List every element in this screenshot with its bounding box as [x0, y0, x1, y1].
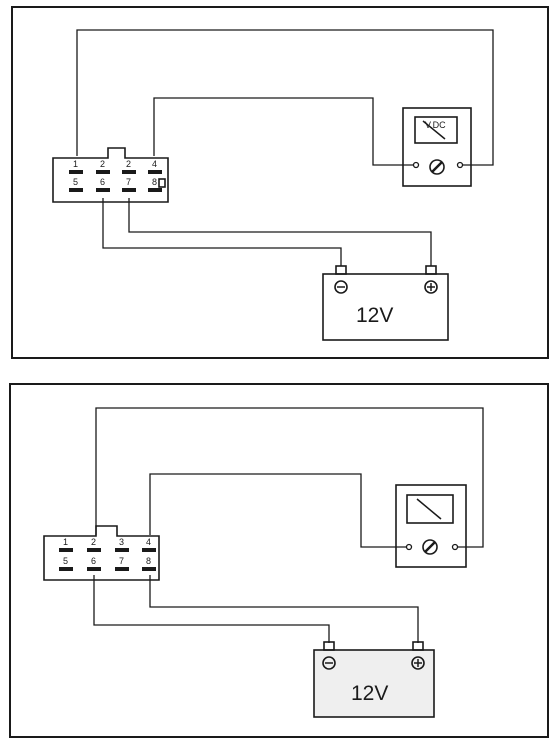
pin-label-7: 7	[126, 177, 131, 187]
meter-body	[402, 107, 472, 187]
connector-pins	[69, 170, 162, 192]
pin-slot-8	[142, 567, 156, 571]
connector-bottom: 1 2 3 4 5 6 7 8	[43, 525, 160, 581]
battery-positive-mark	[424, 280, 438, 294]
pin-slot-7	[122, 188, 136, 192]
wire-pin6-to-battery-negative	[102, 198, 342, 266]
meter-display	[414, 116, 458, 144]
wire-pin7-to-battery-positive	[128, 198, 432, 266]
battery-voltage-label: 12V	[356, 304, 393, 327]
pin-label-6: 6	[100, 177, 105, 187]
battery-top: 12V	[322, 265, 449, 341]
pin-label-4: 4	[152, 159, 157, 169]
pin-label-3: 2	[126, 159, 131, 169]
pin-slot-1	[59, 548, 73, 552]
meter-needle	[416, 498, 442, 520]
battery-negative-post	[323, 641, 335, 651]
wire-pin4-to-meter-negative	[153, 97, 413, 166]
pin-label-4: 4	[146, 537, 151, 547]
battery-bottom: 12V	[313, 641, 435, 718]
pin-slot-3	[122, 170, 136, 174]
pin-label-6: 6	[91, 556, 96, 566]
meter-dial	[422, 539, 438, 555]
wiring-diagram-top: 1 2 2 4 5 6 7 8 V.DC	[11, 6, 549, 359]
voltmeter-top: V.DC	[402, 107, 472, 187]
battery-voltage-label: 12V	[351, 682, 388, 705]
pin-label-2: 2	[91, 537, 96, 547]
connector-pins	[59, 548, 156, 571]
pin-slot-5	[59, 567, 73, 571]
pin-slot-2	[87, 548, 101, 552]
wiring-diagram-bottom-canvas: 1 2 3 4 5 6 7 8	[43, 407, 484, 718]
pin-slot-7	[115, 567, 129, 571]
connector-housing	[43, 525, 160, 581]
wire-pin2-to-meter-positive	[95, 407, 484, 548]
pin-label-5: 5	[73, 177, 78, 187]
connector-top: 1 2 2 4 5 6 7 8	[52, 147, 169, 203]
meter-display	[406, 494, 454, 524]
pin-slot-5	[69, 188, 83, 192]
battery-negative-post	[335, 265, 347, 275]
wiring-diagram-top-canvas: 1 2 2 4 5 6 7 8 V.DC	[52, 29, 494, 341]
pin-slot-6	[87, 567, 101, 571]
connector-housing	[52, 147, 169, 203]
meter-negative-terminal	[405, 543, 413, 551]
battery-negative-mark	[322, 656, 336, 670]
wire-pin6-to-battery-negative	[93, 575, 330, 643]
pin-label-8: 8	[152, 177, 157, 187]
pin-slot-2	[96, 170, 110, 174]
wire-pin8-to-battery-positive	[149, 575, 419, 643]
wire-pin4-to-meter-negative	[149, 473, 408, 548]
pin-label-8: 8	[146, 556, 151, 566]
battery-body	[322, 273, 449, 341]
meter-scale-text: V.DC	[425, 120, 446, 130]
pin-slot-1	[69, 170, 83, 174]
meter-dial-pointer	[424, 541, 436, 553]
meter-positive-terminal	[451, 543, 459, 551]
pin-slot-4	[148, 170, 162, 174]
meter-dial	[429, 159, 445, 175]
pin-slot-6	[96, 188, 110, 192]
meter-needle	[422, 120, 446, 140]
pin-label-1: 1	[73, 159, 78, 169]
meter-body	[395, 484, 467, 568]
battery-negative-mark	[334, 280, 348, 294]
wiring-diagram-bottom: 1 2 3 4 5 6 7 8	[9, 383, 549, 738]
pin-label-7: 7	[119, 556, 124, 566]
battery-body	[313, 649, 435, 718]
pin-label-5: 5	[63, 556, 68, 566]
pin-label-1: 1	[63, 537, 68, 547]
meter-positive-terminal	[456, 161, 464, 169]
battery-positive-post	[412, 641, 424, 651]
battery-positive-post	[425, 265, 437, 275]
connector-latch	[158, 178, 166, 188]
pin-label-2: 2	[100, 159, 105, 169]
meter-negative-terminal	[412, 161, 420, 169]
pin-slot-3	[115, 548, 129, 552]
pin-slot-8	[148, 188, 162, 192]
meter-dial-pointer	[431, 161, 443, 173]
wire-pin1-to-meter-positive	[76, 29, 494, 166]
voltmeter-bottom	[395, 484, 467, 568]
pin-slot-4	[142, 548, 156, 552]
battery-positive-mark	[411, 656, 425, 670]
pin-label-3: 3	[119, 537, 124, 547]
